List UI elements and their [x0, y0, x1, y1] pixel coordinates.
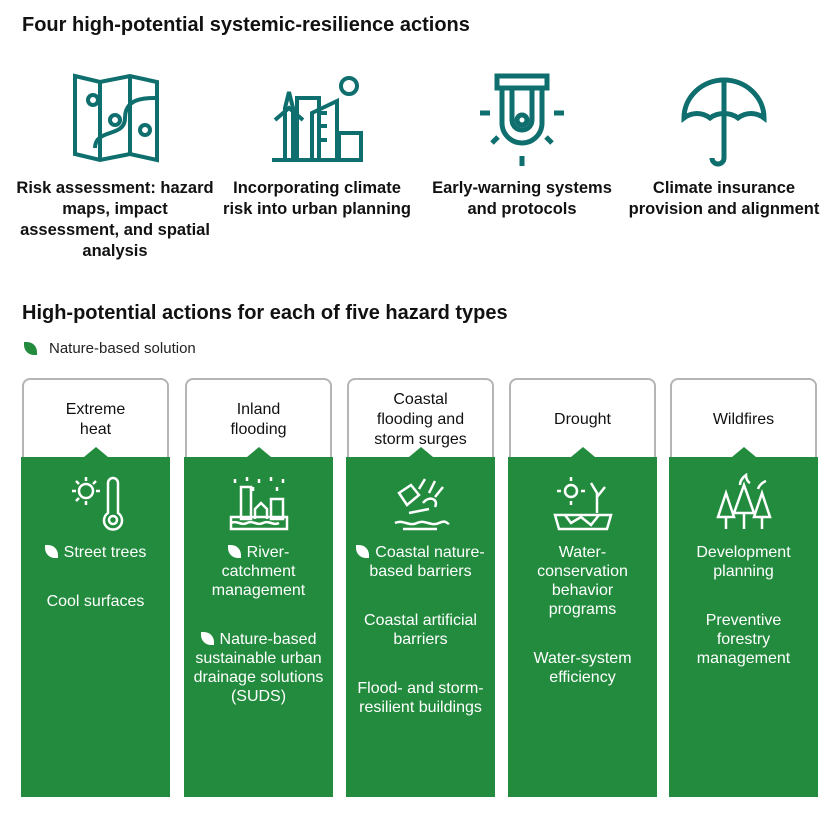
hazard-column: Drought Water-conservation behavior prog…: [508, 378, 657, 797]
action-item: Water-system efficiency: [533, 650, 632, 686]
action-climate-insurance: Climate insurance provision and alignmen…: [624, 68, 824, 220]
pointer-notch: [408, 447, 433, 457]
storm-surge-icon: [393, 478, 450, 531]
leaf-icon: [200, 632, 214, 645]
hazard-name: Inland flooding: [230, 401, 287, 438]
action-item: Preventive forestry management: [696, 612, 791, 667]
thermometer-sun-icon: [71, 476, 123, 531]
hazard-column: Inland flooding River-catchment manageme…: [184, 378, 333, 797]
action-item: Development planning: [696, 544, 791, 580]
hazard-name: Extreme heat: [65, 401, 126, 438]
leaf-icon: [227, 545, 241, 558]
hazard-name: Wildfires: [712, 411, 775, 428]
umbrella-icon: [681, 77, 767, 167]
leaf-icon: [44, 545, 58, 558]
legend: Nature-based solution: [24, 340, 196, 357]
city-planning-icon: [272, 76, 363, 162]
action-urban-planning: Incorporating climate risk into urban pl…: [217, 68, 417, 220]
action-item: Coastal artificial barriers: [364, 612, 477, 648]
pointer-notch: [731, 447, 756, 457]
action-item: Coastal nature-based barriers: [354, 543, 487, 581]
flooding-city-icon: [229, 477, 288, 531]
hazard-column: Coastal flooding and storm surges Coasta…: [346, 378, 495, 797]
action-risk-assessment: Risk assessment: hazard maps, impact ass…: [15, 68, 215, 262]
wildfire-icon: [715, 473, 772, 529]
pointer-notch: [83, 447, 108, 457]
action-item: Cool surfaces: [46, 593, 145, 610]
action-item: Water-conservation behavior programs: [537, 544, 628, 618]
action-item: River-catchment management: [211, 544, 306, 599]
hazard-name: Drought: [554, 411, 611, 428]
action-item: Nature-based sustainable urban drainage …: [193, 631, 324, 705]
action-early-warning: Early-warning systems and protocols: [422, 68, 622, 220]
action-item: Flood- and storm-resilient buildings: [357, 680, 484, 716]
alarm-icon: [480, 73, 564, 166]
map-icon: [73, 73, 159, 163]
drought-icon: [552, 477, 613, 531]
pointer-notch: [246, 447, 271, 457]
hazard-name: Coastal flooding and storm surges: [374, 391, 467, 448]
section-subtitle: High-potential actions for each of five …: [22, 302, 508, 324]
leaf-icon: [24, 342, 37, 355]
pointer-notch: [570, 447, 595, 457]
action-item: Street trees: [29, 543, 162, 562]
leaf-icon: [356, 545, 370, 558]
section-title: Four high-potential systemic-resilience …: [22, 14, 470, 36]
